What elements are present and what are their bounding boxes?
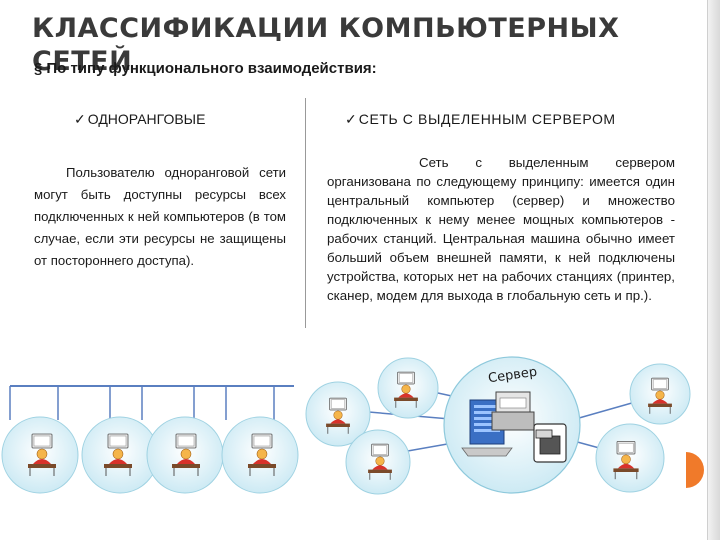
slide-title: КЛАССИФИКАЦИИ КОМПЬЮТЕРНЫХ СЕТЕЙ bbox=[32, 13, 620, 77]
client-workstation-icon bbox=[377, 357, 439, 419]
printer-icon bbox=[491, 391, 535, 431]
left-paragraph-text: Пользователю одноранговой сети могут быт… bbox=[34, 165, 286, 268]
section-bullet: § bbox=[34, 60, 43, 77]
client-workstation-icon bbox=[345, 429, 411, 495]
left-column-heading: ✓ОДНОРАНГОВЫЕ bbox=[74, 111, 205, 128]
peer-workstation-icon bbox=[146, 416, 224, 494]
slide-subtitle: §По типу функционального взаимодействия: bbox=[34, 60, 377, 77]
accent-shape bbox=[686, 452, 704, 488]
peer-workstation-icon bbox=[221, 416, 299, 494]
left-heading-text: ОДНОРАНГОВЫЕ bbox=[87, 111, 206, 127]
peer-workstation-icon bbox=[1, 416, 79, 494]
check-icon: ✓ bbox=[74, 111, 86, 127]
left-paragraph: Пользователю одноранговой сети могут быт… bbox=[34, 162, 286, 272]
right-column-heading: ✓СЕТЬ С ВЫДЕЛЕННЫМ СЕРВЕРОМ bbox=[345, 111, 616, 128]
check-icon: ✓ bbox=[345, 111, 357, 127]
right-paragraph-text: Сеть с выделенным сервером организована … bbox=[327, 155, 675, 303]
client-workstation-icon bbox=[305, 381, 371, 447]
right-paragraph: Сеть с выделенным сервером организована … bbox=[327, 153, 675, 305]
column-divider bbox=[305, 98, 306, 328]
subtitle-text: По типу функционального взаимодействия: bbox=[46, 60, 377, 77]
fax-icon bbox=[533, 423, 567, 463]
right-heading-text: СЕТЬ С ВЫДЕЛЕННЫМ СЕРВЕРОМ bbox=[358, 111, 616, 127]
client-workstation-icon bbox=[595, 423, 665, 493]
client-workstation-icon bbox=[629, 363, 691, 425]
slide-right-edge bbox=[707, 0, 720, 540]
